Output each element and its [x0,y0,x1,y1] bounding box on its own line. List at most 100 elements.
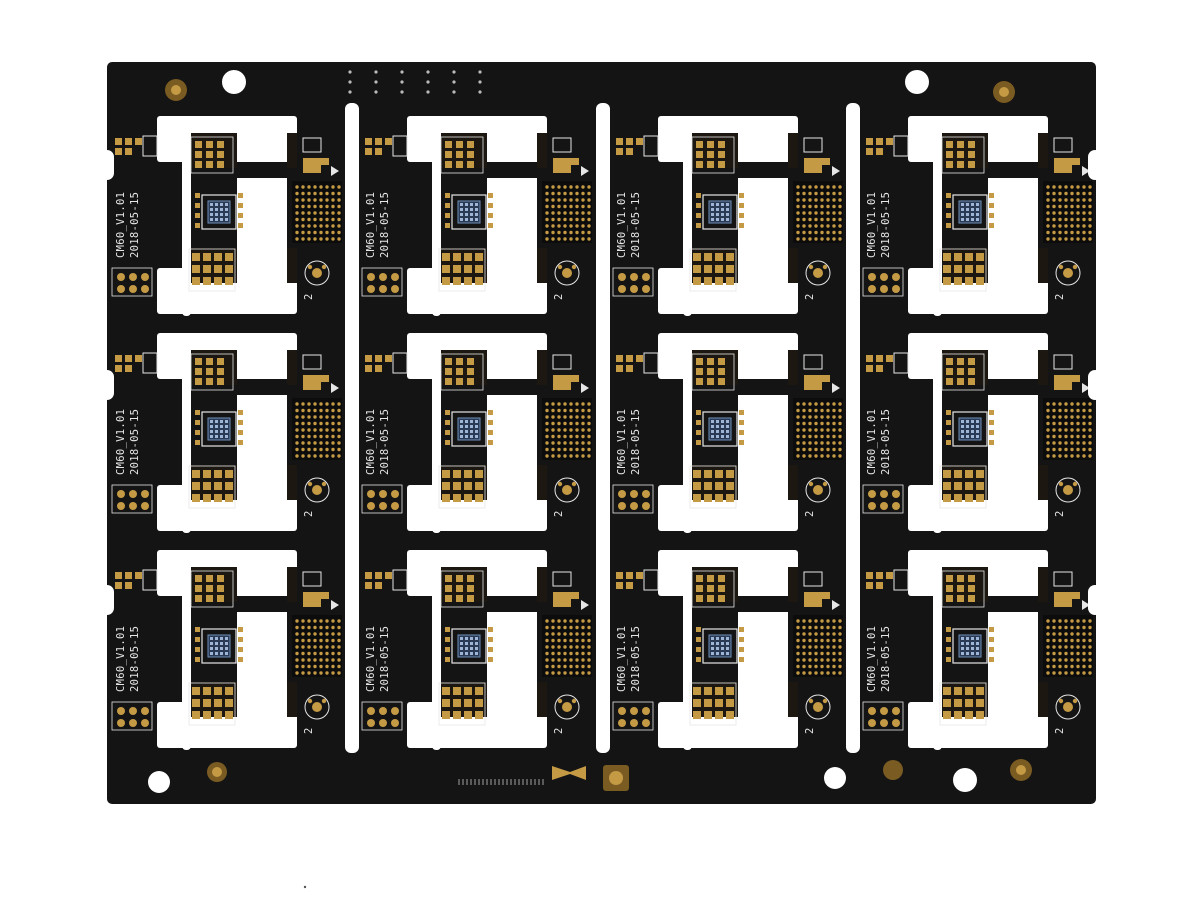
smd-pad [206,151,213,158]
smd-pad [214,711,222,719]
bga-ball [575,645,579,649]
smd-pad [445,141,452,148]
bga-ball [814,211,818,215]
bga-ball [1076,454,1080,458]
smd-pad [946,141,953,148]
bga-ball [1058,230,1062,235]
smd-pad [957,151,964,158]
via-pad [141,273,149,281]
via-pad [630,707,638,715]
bga-ball [551,632,555,636]
smd-pad [225,470,233,478]
bga-ball [563,434,567,439]
gold-tab [804,592,830,607]
silk-outline [111,267,153,297]
smd-pad [693,687,701,695]
ic-ball [971,208,974,211]
ic-ball [475,425,478,428]
bga-ball [581,217,585,222]
smd-pad [946,368,953,375]
small-pad [307,481,313,487]
bga-ball [331,619,335,623]
ic-ball [465,642,468,645]
smd-pad [467,368,474,375]
silk-triangle [832,600,840,610]
bga-ball [1088,198,1092,202]
smd-pad [968,575,975,582]
bga-ball [826,664,830,669]
bga-ball [1076,625,1080,630]
via-pad [141,707,149,715]
bga-ball [1052,664,1056,669]
bga-ball [301,447,305,452]
bga-ball [814,658,818,662]
flex-strip [537,133,547,168]
smd-pad [445,440,450,445]
bga-ball [1064,237,1068,241]
bga-ball [802,447,806,452]
bga-ball [1064,664,1068,669]
silk-outline [111,484,153,514]
bga-ball [337,625,341,630]
bga-ball [1052,651,1056,656]
cutout-window-center [988,395,1038,490]
smd-pad [375,148,382,155]
cutout-slot-left [933,550,942,750]
bga-ball [796,671,800,675]
bga-ball [545,664,549,669]
smd-pad [968,595,975,602]
smd-pad [739,627,744,632]
bga-ball [575,441,579,445]
smd-pad [375,355,382,362]
bga-ball [569,658,573,662]
bga-ball [838,198,842,202]
smd-pad [445,647,450,652]
ic-ball [475,435,478,438]
bga-area [542,615,592,677]
via-pad [868,502,876,510]
bga-ball [319,645,323,649]
smd-pad [726,711,734,719]
silk-triangle [331,600,339,610]
test-point-dot [452,70,456,74]
flex-strip [1038,567,1048,602]
smd-pad [442,277,450,285]
bga-ball [1052,645,1056,649]
ic-ball [215,203,218,206]
smd-pad [946,637,951,642]
bga-ball [802,211,806,215]
bga-ball [796,625,800,630]
bga-ball [826,191,830,196]
smd-pad [718,595,725,602]
board-label-text: CM60_V1.01 [866,626,878,692]
silk-outline [612,484,654,514]
silk-triangle [832,166,840,176]
ic-ball [726,420,729,423]
smd-pad [238,637,243,642]
bga-ball [1070,658,1074,662]
via-pad [630,502,638,510]
bga-ball [1076,428,1080,432]
ic-ball [726,213,729,216]
bga-ball [587,625,591,630]
smd-pad [442,699,450,707]
bga-ball [814,638,818,643]
bga-ball [1064,185,1068,189]
bga-ball [557,441,561,445]
bga-ball [796,645,800,649]
via-pad [868,719,876,727]
smd-pad [957,141,964,148]
bga-ball [814,645,818,649]
bga-ball [307,185,311,189]
bga-ball [545,441,549,445]
ic-ball [961,425,964,428]
bga-ball [295,632,299,636]
bga-ball [337,441,341,445]
bga-ball [313,664,317,669]
ic-ball [220,213,223,216]
flex-strip [788,133,798,168]
bga-ball [581,632,585,636]
silk-outline [803,571,823,587]
